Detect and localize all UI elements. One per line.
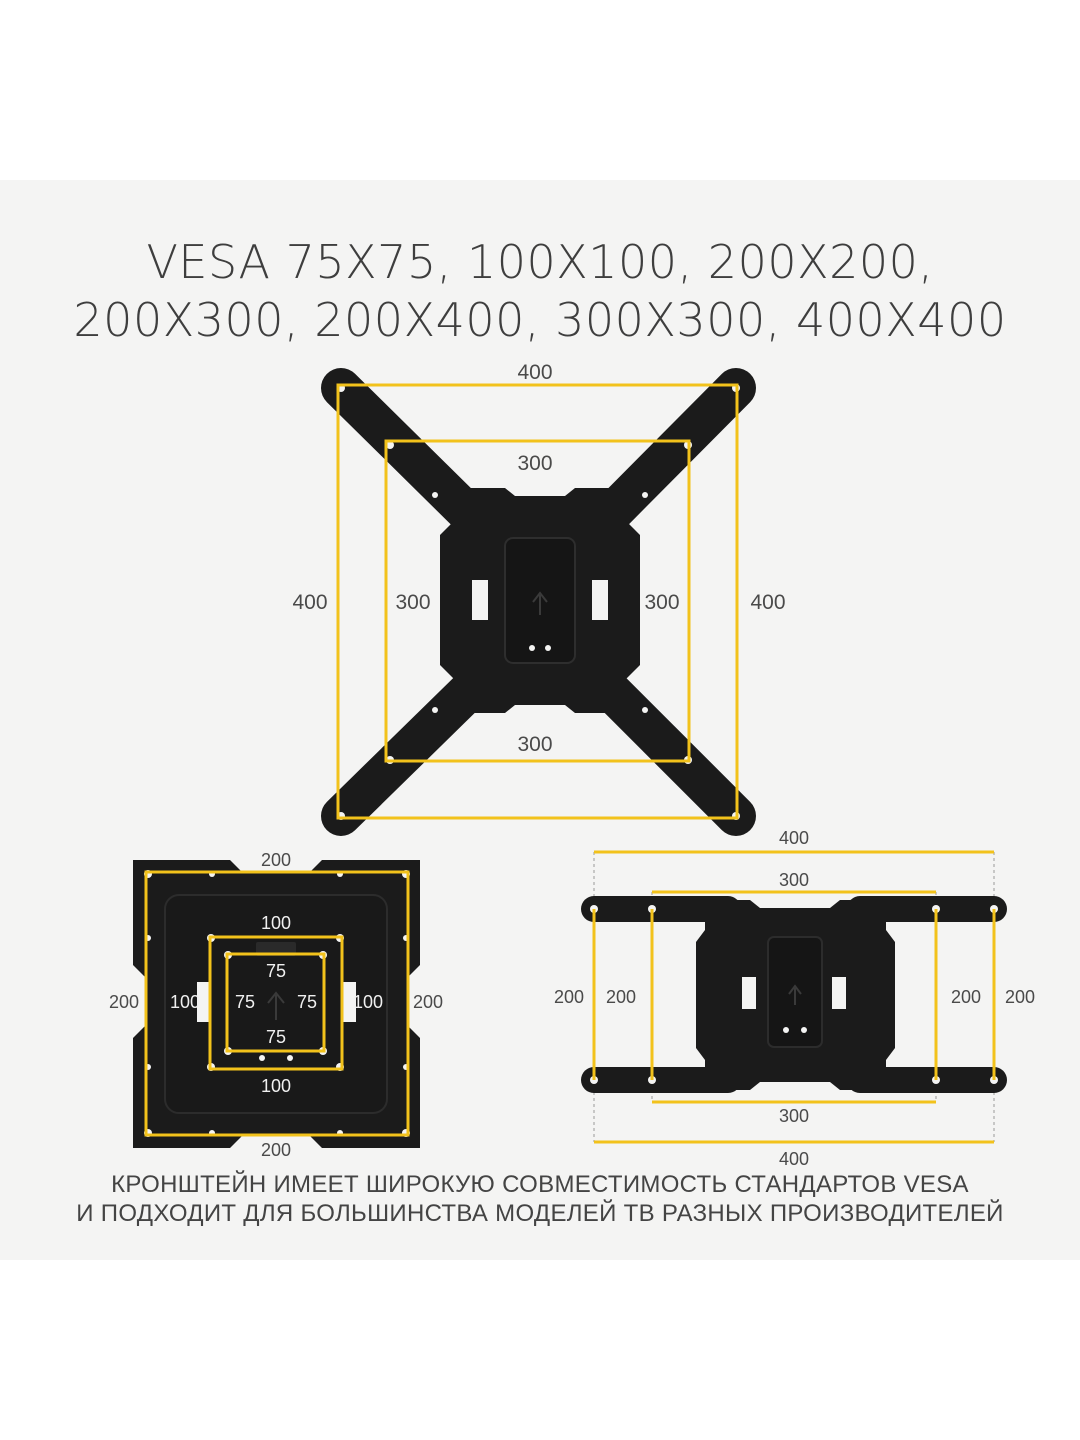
plate-200-top: 200 — [261, 850, 291, 870]
vesa-frame-400 — [336, 383, 739, 820]
plate-200-bottom: 200 — [261, 1140, 291, 1160]
plate-75-top: 75 — [266, 961, 286, 981]
top-inner-dim-right: 300 — [644, 591, 679, 614]
wide-400-bottom: 400 — [779, 1149, 809, 1169]
plate-frame-75 — [225, 952, 326, 1053]
plate-slot-right — [342, 982, 356, 1022]
wide-up-arrow-icon — [788, 984, 802, 1005]
caption-line-2: И ПОДХОДИТ ДЛЯ БОЛЬШИНСТВА МОДЕЛЕЙ ТВ РА… — [76, 1200, 1004, 1227]
plate-100-right: 100 — [353, 992, 383, 1012]
wide-300-top: 300 — [779, 870, 809, 890]
plate-200-right: 200 — [413, 992, 443, 1012]
plate-frame-100 — [208, 935, 344, 1071]
wide-300-bottom: 300 — [779, 1106, 809, 1126]
wide-slot-right — [832, 977, 846, 1009]
plate-75-right: 75 — [297, 992, 317, 1012]
plate-100-top: 100 — [261, 913, 291, 933]
bracket-plate — [440, 488, 640, 713]
wide-frame-300 — [650, 890, 938, 1104]
plate-up-arrow-icon — [267, 991, 285, 1020]
vesa-frame-300 — [384, 439, 691, 763]
wide-200-outer-right: 200 — [1005, 987, 1035, 1007]
wide-400-top: 400 — [779, 828, 809, 848]
top-inner-dim-top: 300 — [517, 452, 552, 475]
wide-200-inner-left: 200 — [606, 987, 636, 1007]
top-outer-dim-top: 400 — [517, 361, 552, 384]
vesa-title-line-2: 200X300, 200X400, 300X300, 400X400 — [73, 293, 1007, 347]
plate-frame-200 — [144, 870, 410, 1137]
plate-100-bottom: 100 — [261, 1076, 291, 1096]
wide-200-inner-right: 200 — [951, 987, 981, 1007]
plate-100-left: 100 — [170, 992, 200, 1012]
top-inner-dim-bottom: 300 — [517, 733, 552, 756]
top-outer-dim-left: 400 — [292, 591, 327, 614]
wide-frame-400 — [592, 850, 996, 1144]
caption-line-1: КРОНШТЕЙН ИМЕЕТ ШИРОКУЮ СОВМЕСТИМОСТЬ СТ… — [111, 1171, 969, 1198]
vesa-title-line-1: VESA 75X75, 100X100, 200X200, — [146, 235, 934, 289]
top-outer-dim-right: 400 — [750, 591, 785, 614]
plate-200-left: 200 — [109, 992, 139, 1012]
wide-slot-left — [742, 977, 756, 1009]
plate-slot-left — [197, 982, 211, 1022]
wide-bracket-holes — [590, 905, 998, 1084]
plate-75-left: 75 — [235, 992, 255, 1012]
wide-200-outer-left: 200 — [554, 987, 584, 1007]
top-inner-dim-left: 300 — [395, 591, 430, 614]
plate-75-bottom: 75 — [266, 1027, 286, 1047]
